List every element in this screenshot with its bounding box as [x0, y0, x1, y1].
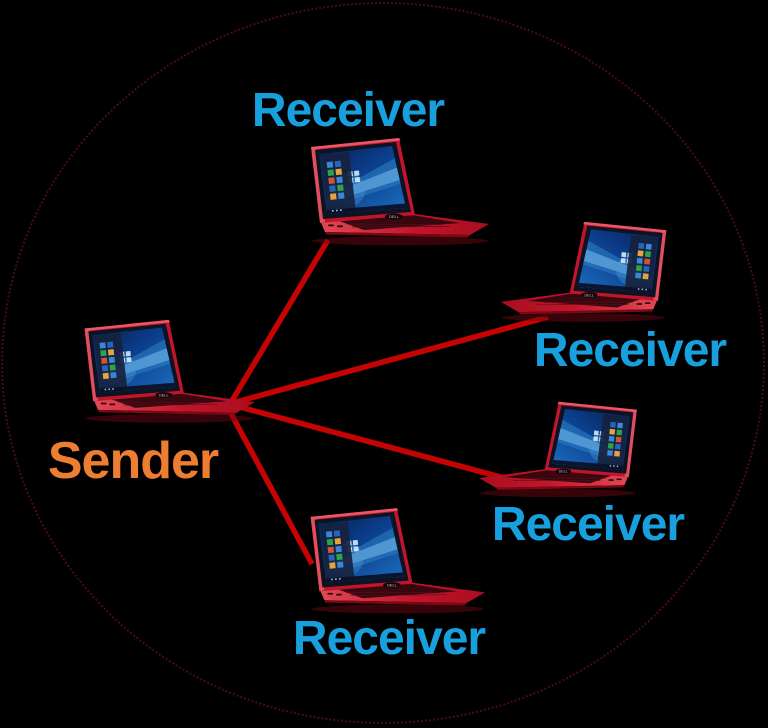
- receiver-label-bottom: Receiver: [292, 612, 486, 665]
- receiver-label-right-upper: Receiver: [533, 324, 727, 377]
- sender-laptop: DELL: [66, 318, 258, 428]
- dell-logo: DELL: [389, 214, 400, 219]
- receiver-laptop-right-lower: DELL: [476, 400, 654, 502]
- dell-logo: DELL: [559, 470, 568, 474]
- link-sender-to-receiver-right-upper: [235, 314, 549, 405]
- dell-logo: DELL: [159, 393, 169, 397]
- link-sender-to-receiver-right-lower: [235, 403, 539, 490]
- dell-logo: DELL: [387, 583, 398, 588]
- link-sender-to-receiver-bottom: [225, 406, 315, 566]
- receiver-laptop-right-upper: DELL: [498, 220, 684, 327]
- link-sender-to-receiver-top: [227, 238, 331, 406]
- receiver-laptop-bottom: DELL: [292, 506, 488, 619]
- sender-label: Sender: [47, 432, 219, 490]
- receiver-label-right-lower: Receiver: [491, 498, 685, 551]
- receiver-label-top: Receiver: [251, 84, 445, 137]
- receiver-laptop-top: DELL: [292, 136, 492, 251]
- dell-logo: DELL: [584, 293, 593, 297]
